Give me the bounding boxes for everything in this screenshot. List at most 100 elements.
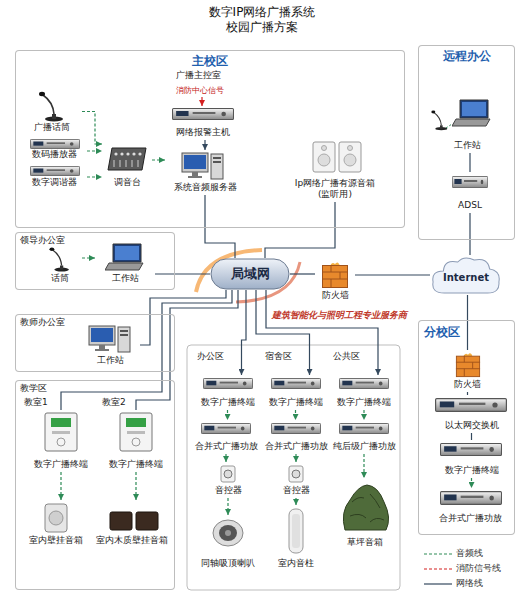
watermark: 建筑智能化与照明工程专业服务商 [272,310,407,321]
node-label: 合并式广播功放 [195,441,258,452]
node-label: 防火墙 [454,379,481,390]
node-label: 数字广播终端 [269,397,323,408]
ceiling-speaker-icon [213,520,243,546]
legend-sample [424,568,452,569]
node-label: 分校区 [418,320,515,340]
device-node: 纯后级广播功放 [330,420,398,454]
connector [295,498,296,505]
wood-speaker-icon [136,512,158,530]
region-panel: 远程办公工作站 ADSL [418,45,515,240]
device-node: 工作站 [430,95,505,153]
amplifier-icon [201,423,250,433]
wall-terminal-icon [45,413,77,451]
internet-cloud: Internet [430,255,502,295]
wall-speaker-icon [45,504,67,532]
fire-signal-arrow [201,97,202,106]
connector [82,112,102,145]
node-label: 以太网交换机 [445,420,499,431]
switch-icon [436,399,507,412]
node-label: 防火墙 [322,290,349,301]
node-label: 室内音柱 [278,558,314,569]
device-node: 合并式广播功放 [425,488,515,526]
desktop-icon [89,326,130,352]
connector [265,202,335,258]
mic-icon [49,247,69,271]
connector [242,290,247,375]
wood-speaker-icon [110,512,132,530]
node-label: 远程办公 [418,45,515,64]
connector [355,274,430,275]
note-label: 教室1 [24,397,48,408]
volume-control-icon [221,466,235,482]
device-node: 以太网交换机 [428,395,515,433]
connector [155,273,210,274]
connector [87,150,102,151]
connector [471,433,472,440]
device-node: 工作站 [80,322,140,368]
device-node: 音控器 [208,462,248,498]
connector [469,213,470,255]
column-speaker-icon [289,509,303,553]
audio-wire [446,124,452,128]
connector [227,410,228,420]
node-label: 数字调谐器 [32,177,77,188]
amplifier-icon [441,492,502,505]
device-node: 合并式广播功放 [192,420,260,454]
connector [471,478,472,488]
node-label: 数字广播终端 [201,397,255,408]
device-node: 室内音柱 [268,505,324,571]
firewall-icon [456,353,480,376]
laptop-icon [452,100,490,126]
node-label: 系统音频服务器 [174,182,237,193]
legend-sample [424,583,452,584]
connector [204,140,205,150]
node-label: 音控器 [283,485,310,496]
terminal-icon [203,378,252,388]
device-node: 防火墙 [315,258,355,303]
node-label: 调音台 [114,177,141,188]
node-label: 工作站 [97,355,124,366]
node-label: Internet [443,268,489,283]
connector [60,472,61,500]
node-label: 合并式广播功放 [265,441,328,452]
tuner-icon [30,166,79,175]
device-node: 数字广播终端 [100,410,172,472]
note-label: 教室2 [102,397,126,408]
diagram-title: 数字IP网络广播系统 校园广播方案 [182,5,342,35]
legend-sample [424,553,452,554]
node-label: 话筒 [51,273,69,284]
device-node: 数字广播终端 [25,410,97,472]
device-node: ADSL [440,172,500,213]
device-node: 工作站 [95,240,155,286]
node-label: 纯后级广播功放 [333,441,396,452]
connector [295,410,296,420]
node-label: 数字广播终端 [109,459,163,470]
connector [140,290,226,345]
terminal-icon [271,378,320,388]
connector [135,472,136,500]
spacer [60,86,61,100]
office-panel: 教师办公室工作站 [15,314,175,372]
device-node: 数字调谐器 [22,164,87,190]
note-label: 广播主控室 [176,70,221,81]
office-panel: 教学区数字广播终端数字广播终端室内壁挂音箱室内木质壁挂音箱 [15,380,175,590]
node-label: 数字广播终端 [445,465,499,476]
cloud-outline [433,258,499,293]
connector [266,290,378,375]
node-label: 数字广播终端 [34,459,88,470]
node-label: 室内壁挂音箱 [29,535,83,546]
mic-icon [431,111,447,131]
connector [256,290,310,375]
node-label: 工作站 [112,273,139,284]
note-label: 办公区 [197,351,224,362]
device-node: Ip网络广播有源音箱 (监听用) [290,140,380,202]
speaker-icon [313,142,335,172]
device-node: 网络报警主机 [165,105,240,140]
laptop-icon [105,244,143,270]
adsl-icon [452,177,487,188]
volume-control-icon [289,466,303,482]
node-label: 广播话筒 [34,122,70,133]
alarm-icon [173,109,234,120]
